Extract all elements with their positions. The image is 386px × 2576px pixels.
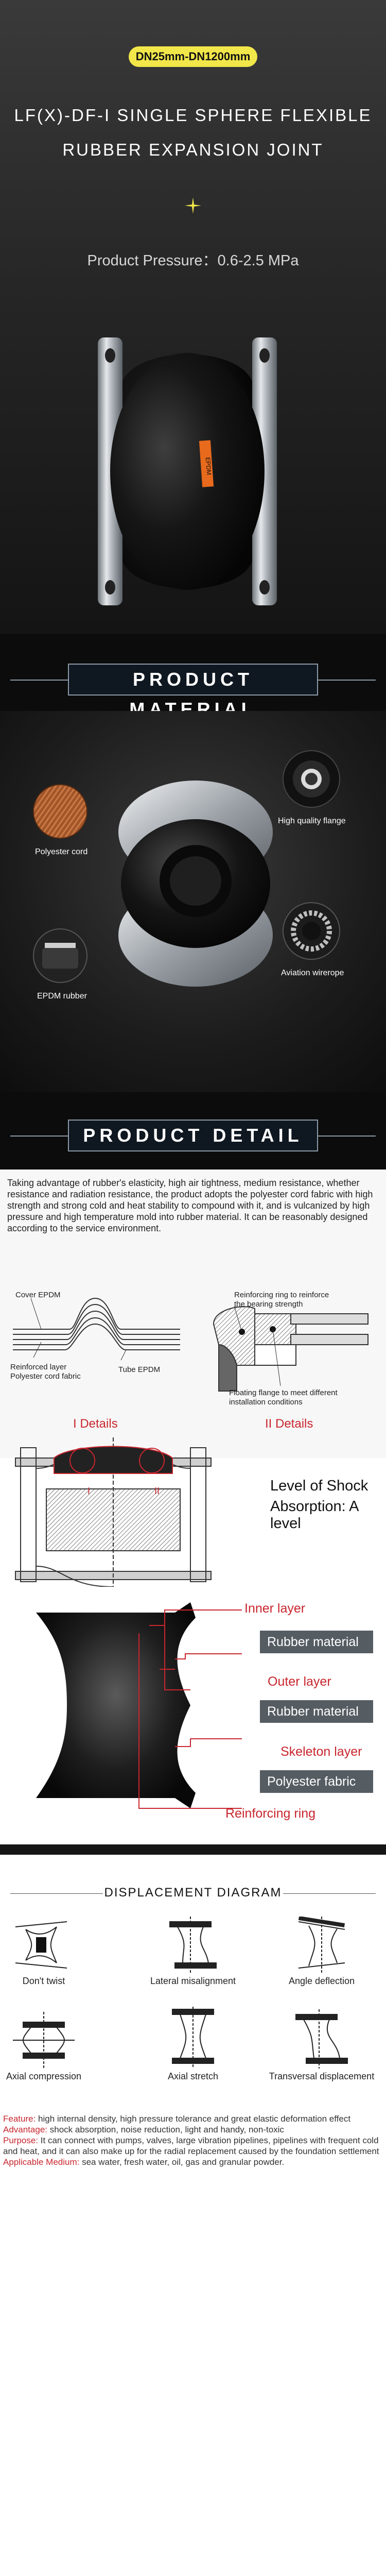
ii-details-label: II Details: [265, 1417, 313, 1431]
disp-label-4: Axial stretch: [167, 2071, 219, 2081]
note-medium: Applicable Medium: sea water, fresh wate…: [3, 2157, 285, 2167]
note-purpose: Purpose: It can connect with pumps, valv…: [3, 2136, 379, 2156]
rubber-material-label-2: Rubber material: [260, 1700, 373, 1723]
product-material-section: PRODUCT MATERIAL Polyester cord High qua…: [0, 634, 386, 1108]
layer-cross-section-diagram: [13, 1297, 180, 1361]
floating-flange-label-1: Floating flange to meet different: [229, 1388, 338, 1397]
cover-epdm-label: Cover EPDM: [15, 1291, 61, 1299]
material-banner-title: PRODUCT MATERIAL: [68, 664, 318, 720]
flange-detail-diagram: [213, 1306, 369, 1392]
wirerope-image: [283, 902, 340, 960]
disp-label-0: Don't twist: [22, 1976, 65, 1986]
cutaway-image: [36, 1602, 242, 1809]
product-detail-section: PRODUCT DETAIL Taking advantage of rubbe…: [0, 1108, 386, 1844]
axial-compression-icon: [13, 2012, 75, 2069]
epdm-rubber-label: EPDM rubber: [37, 992, 87, 1001]
polyester-cord-fabric-label: Polyester cord fabric: [10, 1372, 81, 1381]
expansion-joint-image: EPDM: [98, 337, 277, 605]
material-joint-image: [118, 781, 273, 987]
outer-layer-label: Outer layer: [268, 1674, 331, 1689]
reinforcing-ring-label-2: the bearing strength: [234, 1300, 303, 1309]
mark-i: I: [87, 1486, 90, 1496]
assembly-drawing: I II: [15, 1437, 212, 1587]
skeleton-layer-label: Skeleton layer: [280, 1744, 362, 1759]
material-banner: PRODUCT MATERIAL: [0, 654, 386, 720]
angle-deflection-icon: [298, 1917, 345, 1973]
detail-banner: PRODUCT DETAIL: [0, 1110, 386, 1162]
product-pressure: Product Pressure：0.6-2.5 MPa: [87, 252, 299, 269]
sparkle-icon: [185, 197, 201, 214]
shock-level-line1: Level of Shock: [270, 1478, 369, 1494]
polyester-cord-label: Polyester cord: [35, 848, 88, 856]
size-range-badge: DN25mm-DN1200mm: [129, 46, 257, 67]
tube-epdm-label: Tube EPDM: [118, 1365, 161, 1374]
shock-level-line2: Absorption: A level: [270, 1498, 358, 1532]
detail-description: Taking advantage of rubber's elasticity,…: [7, 1178, 373, 1233]
rubber-tag-text: EPDM: [204, 457, 213, 476]
note-feature: Feature: high internal density, high pre…: [3, 2114, 351, 2124]
lateral-misalignment-icon: [169, 1917, 217, 1973]
product-title-line1: LF(X)-DF-I SINGLE SPHERE FLEXIBLE: [14, 106, 372, 125]
flange-image: [283, 750, 340, 808]
product-notes: Feature: high internal density, high pre…: [3, 2113, 384, 2167]
axial-stretch-icon: [172, 2007, 214, 2069]
disp-label-5: Transversal displacement: [269, 2071, 375, 2081]
dont-twist-icon: [15, 1921, 67, 1969]
floating-flange-label-2: installation conditions: [229, 1398, 303, 1406]
reinforced-layer-label: Reinforced layer: [10, 1363, 67, 1371]
transversal-displacement-icon: [295, 2009, 348, 2069]
flange-label: High quality flange: [278, 817, 346, 825]
displacement-title: DISPLACEMENT DIAGRAM: [104, 1886, 282, 1900]
reinforcing-ring-label: Reinforcing ring: [225, 1806, 316, 1821]
wirerope-label: Aviation wirerope: [281, 969, 344, 977]
disp-label-2: Angle deflection: [288, 1976, 355, 1986]
polyester-fabric-label: Polyester fabric: [260, 1770, 373, 1793]
disp-label-1: Lateral misalignment: [150, 1976, 236, 1986]
note-advantage: Advantage: shock absorption, noise reduc…: [3, 2125, 284, 2134]
reinforcing-ring-label-1: Reinforcing ring to reinforce: [234, 1291, 329, 1299]
i-details-label: I Details: [73, 1417, 118, 1431]
detail-banner-area: PRODUCT DETAIL: [0, 1108, 386, 1170]
hero-section: DN25mm-DN1200mm LF(X)-DF-I SINGLE SPHERE…: [0, 0, 386, 634]
detail-banner-title: PRODUCT DETAIL: [68, 1120, 318, 1151]
disp-label-3: Axial compression: [6, 2071, 82, 2081]
displacement-section: DISPLACEMENT DIAGRAM Don't twist Lateral…: [0, 1844, 386, 2576]
product-title-line2: RUBBER EXPANSION JOINT: [62, 140, 324, 159]
polyester-cord-image: [33, 784, 87, 839]
rubber-material-label-1: Rubber material: [260, 1631, 373, 1653]
inner-layer-label: Inner layer: [244, 1601, 306, 1616]
epdm-rubber-image: [33, 928, 87, 983]
mark-ii: II: [154, 1486, 160, 1496]
